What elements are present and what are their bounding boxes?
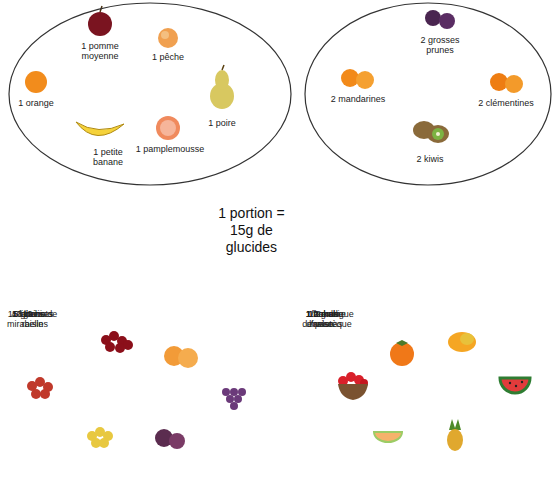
ellipse-border: [305, 3, 551, 185]
fruit-label: 2 mandarines: [323, 95, 393, 105]
fruit-label: 1 petite banane: [87, 148, 129, 168]
fruit-label: 1 tranche d'ananas: [302, 310, 347, 330]
fruit-label: 1 pomme moyenne: [76, 42, 124, 62]
ellipse-outline: [8, 2, 292, 186]
portion-title: 1 portion = 15g de glucides: [211, 205, 291, 255]
pear-picture: [210, 65, 234, 109]
portion-ellipse: 1 pomme moyenne 1 pêche 1 orange 1 poire 1 p…: [8, 2, 292, 186]
portion-ellipse: 18 cerises5 abricots10 litchis15 grains …: [5, 310, 277, 494]
portion-ellipse: 1/2 kaki1/2 mangue1 bol de fraise1 tranc…: [302, 310, 554, 494]
ellipse-border: [9, 3, 291, 185]
fruit-label: 2 clémentines: [471, 99, 541, 109]
figs-picture: [155, 429, 185, 449]
strawberry-bowl-picture: [338, 372, 368, 400]
fruit-label: 2 kiwis: [408, 155, 452, 165]
cherries-picture: [101, 331, 133, 353]
apricots-picture: [164, 346, 198, 368]
fruit-label: 1 poire: [202, 119, 242, 129]
portion-ellipse: 2 grosses prunes 2 mandarines 2 clémentine…: [304, 2, 552, 186]
fruit-label: 2 grosses prunes: [418, 36, 462, 56]
mango-picture: [448, 332, 476, 352]
mirabelles-picture: [87, 427, 113, 448]
banana-picture: [76, 122, 124, 136]
fruit-label: 1 pamplemousse: [130, 145, 210, 155]
pineapple-picture: [447, 419, 463, 451]
ellipse-outline: [5, 310, 277, 494]
grapes-picture: [222, 388, 246, 410]
fruit-label: 4 figues: [5, 310, 49, 320]
peach-picture: [158, 28, 178, 48]
kaki-picture: [390, 340, 414, 366]
center-ellipse: 1 portion = 15g de glucides: [211, 205, 348, 294]
orange-picture: [25, 71, 47, 93]
melon-picture: [374, 432, 402, 442]
apple-picture: [88, 6, 112, 36]
lychees-picture: [27, 377, 53, 399]
watermelon-picture: [500, 378, 530, 393]
ellipse-outline: [302, 310, 554, 494]
fruit-label: 1 pêche: [146, 53, 190, 63]
grapefruit-picture: [156, 116, 180, 140]
kiwis-picture: [413, 121, 449, 143]
mandarins-picture: [341, 69, 374, 89]
plums-picture: [425, 10, 455, 29]
clementines-picture: [490, 73, 523, 93]
fruit-label: 1 orange: [14, 99, 58, 109]
